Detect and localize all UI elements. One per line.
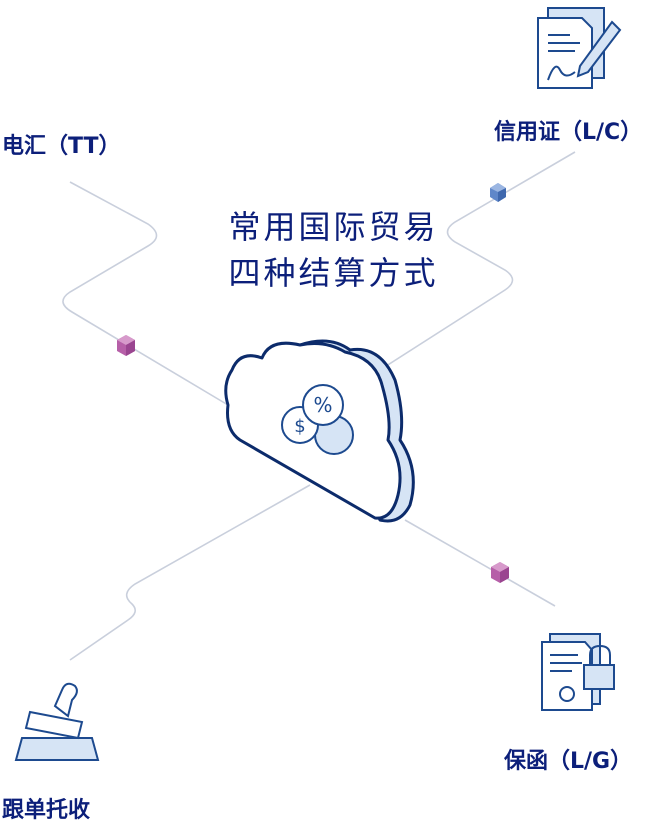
signed-document-icon <box>537 7 622 89</box>
locked-document-icon <box>541 633 615 711</box>
label-lg: 保函（L/G） <box>504 749 633 774</box>
label-lc: 信用证（L/C） <box>494 120 643 145</box>
finance-coins-icon: $ % <box>281 384 354 455</box>
connector-lc <box>379 151 576 371</box>
label-collection: 跟单托收 <box>2 798 91 823</box>
connector-lg <box>404 519 556 607</box>
connector-tt <box>62 181 229 406</box>
diagram-title: 常用国际贸易 四种结算方式 <box>0 204 667 296</box>
connector-collection <box>69 484 311 661</box>
cube-pink-1 <box>117 335 135 356</box>
cube-blue <box>490 183 506 202</box>
svg-text:%: % <box>313 393 332 417</box>
connector-lines <box>62 151 576 661</box>
title-line-1: 常用国际贸易 <box>228 208 439 246</box>
title-line-2: 四种结算方式 <box>228 254 439 292</box>
label-tt: 电汇（TT） <box>2 134 121 159</box>
stamp-icon <box>14 682 100 761</box>
cube-pink-2 <box>491 562 509 583</box>
svg-text:$: $ <box>294 416 305 437</box>
